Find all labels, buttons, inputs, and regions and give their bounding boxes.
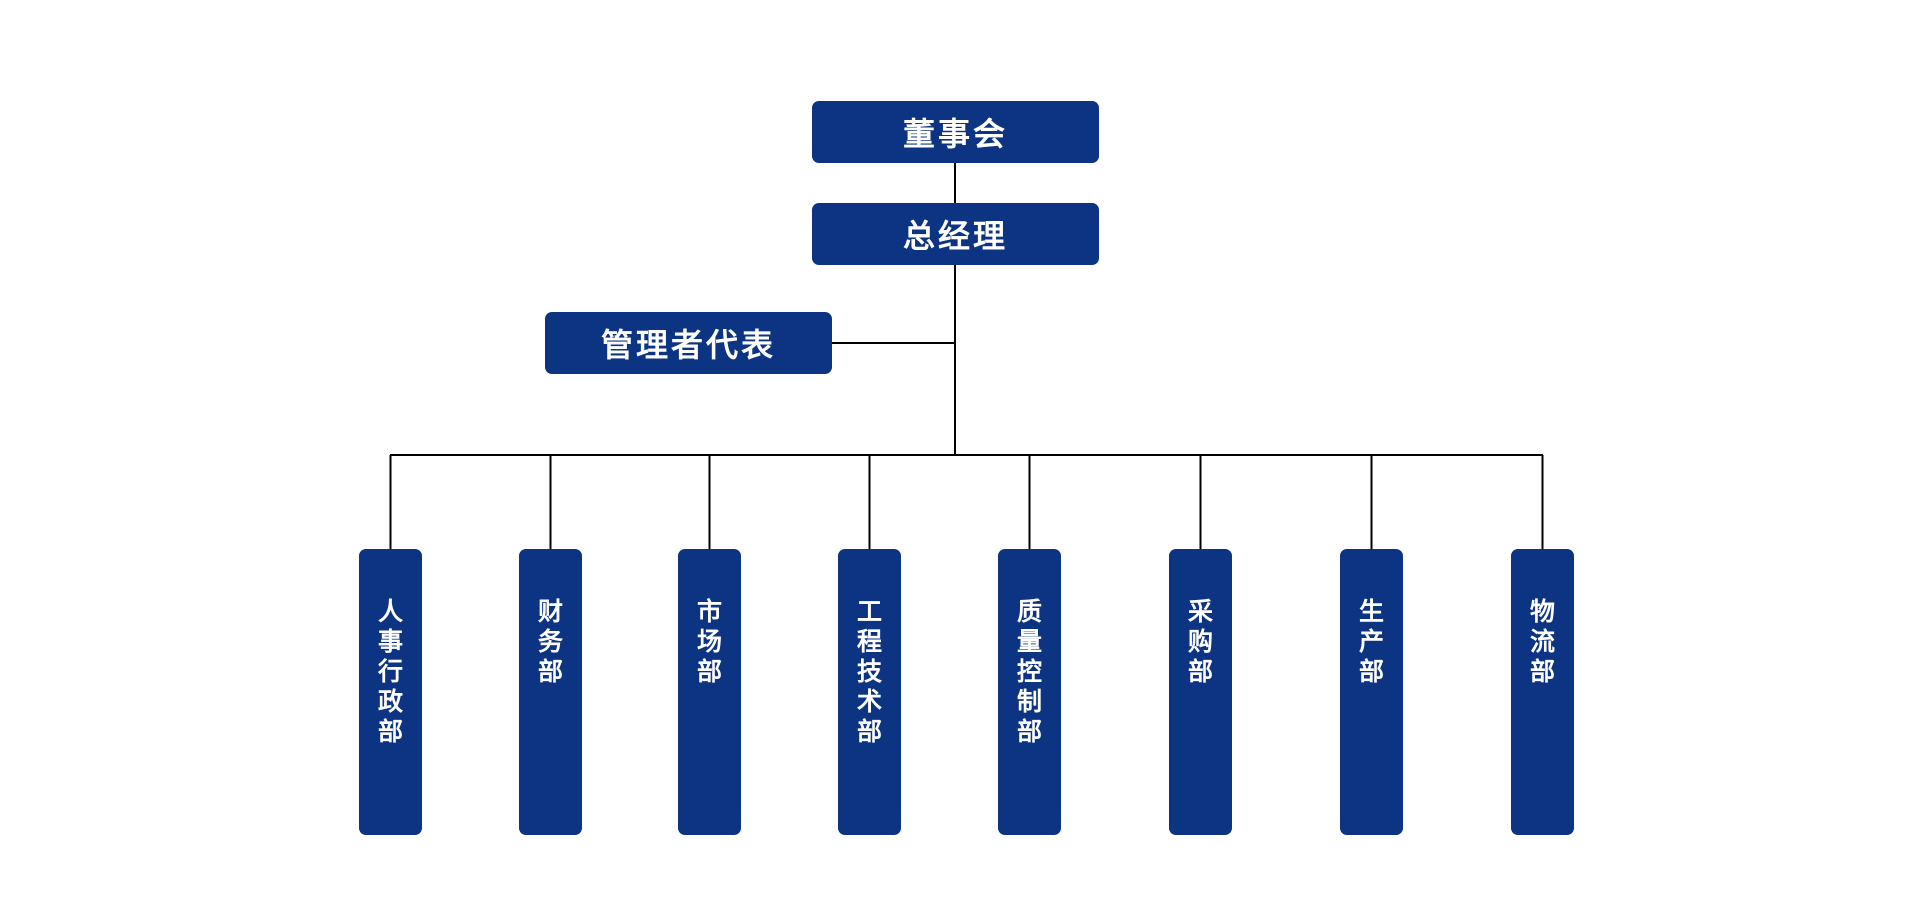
department-box: 采购部 (1169, 549, 1232, 835)
management-representative-label: 管理者代表 (600, 326, 776, 364)
department-label: 工程技术部 (856, 597, 882, 746)
department-label: 生产部 (1358, 597, 1384, 686)
department-label: 质量控制部 (1016, 597, 1042, 746)
department-box: 生产部 (1340, 549, 1403, 835)
department-box: 人事行政部 (359, 549, 422, 835)
department-box: 市场部 (678, 549, 741, 835)
department-box: 工程技术部 (838, 549, 901, 835)
department-label: 财务部 (537, 597, 563, 686)
board-box: 董事会 (812, 101, 1099, 163)
board-label: 董事会 (902, 115, 1008, 153)
department-box: 物流部 (1511, 549, 1574, 835)
department-label: 人事行政部 (377, 597, 403, 746)
department-label: 采购部 (1187, 597, 1213, 686)
general-manager-label: 总经理 (902, 217, 1008, 255)
department-label: 物流部 (1529, 597, 1555, 686)
department-box: 财务部 (519, 549, 582, 835)
general-manager-box: 总经理 (812, 203, 1099, 265)
department-box: 质量控制部 (998, 549, 1061, 835)
management-representative-box: 管理者代表 (545, 312, 832, 374)
department-label: 市场部 (696, 597, 722, 686)
